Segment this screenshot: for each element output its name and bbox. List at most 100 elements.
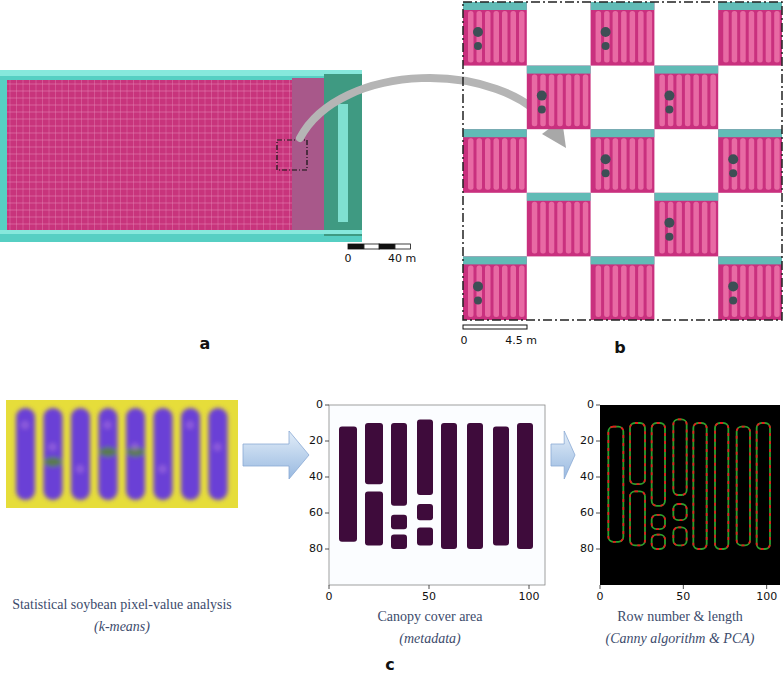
soybean-row (638, 265, 644, 317)
gap-spot (601, 27, 611, 37)
soybean-row (638, 11, 644, 63)
soybean-row (749, 11, 755, 63)
soybean-row (502, 11, 508, 63)
plot-border-strip (527, 66, 591, 74)
soybean-row (557, 75, 563, 127)
leaf-highlight (49, 443, 57, 451)
leaf-highlight (21, 421, 29, 429)
soybean-row (723, 11, 729, 63)
plot-grid-line (127, 80, 128, 230)
plot-grid-line (7, 168, 292, 169)
plot-grid-line (133, 80, 134, 230)
soybean-row (647, 138, 653, 190)
plot-grid-line (7, 126, 292, 127)
axis-tick-label: 0 (597, 590, 604, 604)
soybean-row (502, 138, 508, 190)
plot-grid-line (107, 80, 108, 230)
canopy-region (517, 423, 533, 549)
leaf-highlight (186, 421, 194, 429)
plot-grid-line (75, 80, 76, 230)
canopy-mask (325, 405, 545, 589)
plot-grid-line (7, 91, 292, 92)
soybean-row (685, 202, 691, 254)
canopy-region (467, 423, 483, 549)
edge-contour (673, 504, 686, 520)
plot-border-strip (591, 129, 655, 137)
panel-letter: a (200, 334, 211, 353)
soybean-row (549, 75, 555, 127)
canopy-region (417, 527, 433, 545)
soybean-row (596, 11, 602, 63)
axis-tick (325, 477, 329, 478)
edge-contour (652, 515, 665, 529)
axis-tick-label: 100 (519, 590, 540, 604)
row-contours (596, 405, 780, 589)
row-contour (630, 491, 645, 545)
axis-tick (596, 405, 600, 406)
canopy-region (365, 491, 383, 545)
soybean-row (574, 202, 580, 254)
soybean-row (557, 202, 563, 254)
plot-grid-line (94, 80, 95, 230)
plot-grid-line (23, 80, 24, 230)
axis-tick-label: 100 (756, 590, 777, 604)
plot-grid-line (29, 80, 30, 230)
soybean-row (485, 265, 491, 317)
soybean-row (740, 138, 746, 190)
soybean-row (566, 202, 572, 254)
soybean-row (621, 11, 627, 63)
plot-border-strip (463, 256, 527, 264)
plot-tile (463, 129, 527, 193)
plot-grid-line (7, 147, 292, 148)
soybean-row (502, 265, 508, 317)
soybean-row (647, 11, 653, 63)
canopy-region (339, 427, 357, 542)
plot-ground (718, 256, 782, 320)
plot-ground (591, 129, 655, 193)
soybean-row (154, 408, 173, 500)
plot-border-strip (718, 2, 782, 10)
gap-spot (665, 106, 673, 114)
axis-tick-label: 50 (422, 590, 436, 604)
plot-border-strip (591, 2, 655, 10)
soybean-row (766, 265, 772, 317)
soybean-row (540, 202, 546, 254)
caption: Row number & length(Canny algorithm & PC… (578, 608, 782, 648)
axis-tick-label: 80 (580, 542, 594, 556)
axis-tick-label: 20 (580, 434, 594, 448)
soybean-row (549, 202, 555, 254)
soybean-row (766, 138, 772, 190)
canopy-region (391, 515, 407, 529)
soybean-row (749, 138, 755, 190)
zoom-frame (463, 2, 782, 320)
gap-spot (537, 91, 547, 101)
row-gap (44, 457, 62, 467)
edge-contour (757, 423, 770, 549)
soybean-row (630, 138, 636, 190)
plot-grid-line (218, 80, 219, 230)
plot-ground (463, 256, 527, 320)
plot-grid-line (16, 80, 17, 230)
plot-grid-line (62, 80, 63, 230)
plot-border-strip (527, 193, 591, 201)
plot-ground (591, 256, 655, 320)
plot-grid-line (237, 80, 238, 230)
axis-tick (325, 549, 329, 550)
soybean-row (532, 202, 538, 254)
edge-contour (630, 423, 645, 484)
soybean-row (740, 265, 746, 317)
plot-grid-line (114, 80, 115, 230)
plot-border-strip (591, 256, 655, 264)
leaf-highlight (159, 465, 167, 473)
plot-tile (654, 66, 718, 130)
plot-grid-line (81, 80, 82, 230)
plot-grid-line (153, 80, 154, 230)
scale-segment (379, 244, 395, 249)
soybean-row (774, 265, 780, 317)
soybean-row (685, 75, 691, 127)
axis-tick-label: 40 (309, 470, 323, 484)
field-border (0, 70, 362, 242)
gap-spot (729, 169, 737, 177)
method-note: (k-means) (4, 618, 240, 636)
plot-grid-line (7, 196, 292, 197)
